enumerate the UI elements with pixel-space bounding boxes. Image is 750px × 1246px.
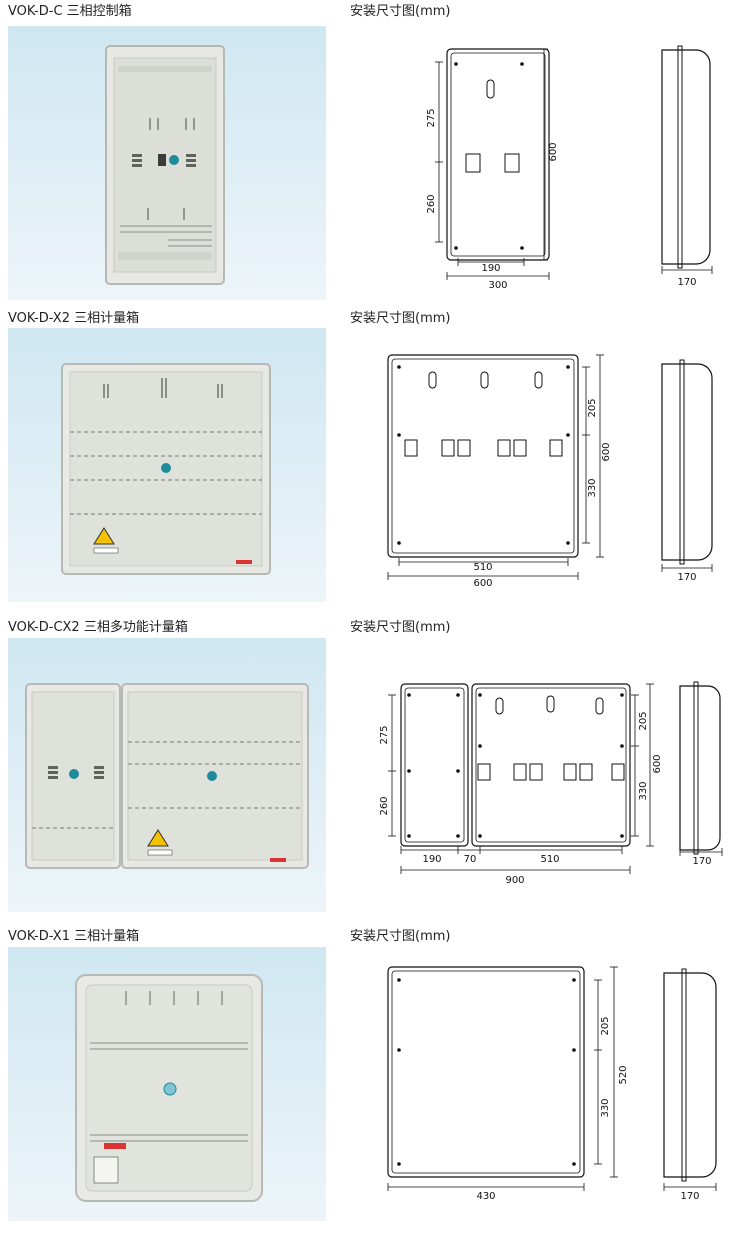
product-photo-vok-d-cx2 [8,638,326,912]
dim-520: 520 [618,1065,629,1084]
dim-430: 430 [476,1191,495,1202]
drawing-title-4: 安装尺寸图(mm) [350,929,451,944]
dim-510: 510 [540,854,559,865]
product-title-vok-d-c: VOK-D-C 三相控制箱 [8,4,132,19]
product-photo-vok-d-x1 [8,947,326,1221]
dimension-drawing-vok-d-x1: 205 330 520 430 170 [350,947,750,1237]
dim-600: 600 [652,754,663,773]
drawing-title-1: 安装尺寸图(mm) [350,4,451,19]
dim-330: 330 [638,781,649,800]
dim-900: 900 [505,875,524,886]
dim-600: 600 [548,142,559,161]
dim-510: 510 [473,562,492,573]
dimension-drawing-vok-d-c: 275 260 600 190 300 170 [350,22,750,312]
dim-600: 600 [601,442,612,461]
dim-260: 260 [426,194,437,213]
drawing-title-3: 安装尺寸图(mm) [350,620,451,635]
product-title-vok-d-cx2: VOK-D-CX2 三相多功能计量箱 [8,620,188,635]
dim-205: 205 [638,711,649,730]
product-title-vok-d-x2: VOK-D-X2 三相计量箱 [8,311,140,326]
dim-205: 205 [587,398,598,417]
drawing-title-2: 安装尺寸图(mm) [350,311,451,326]
dimension-drawing-vok-d-cx2: 275 260 205 330 600 190 70 510 900 170 [350,638,750,928]
dim-170: 170 [680,1191,699,1202]
dim-260: 260 [379,796,390,815]
dimension-drawing-vok-d-x2: 205 330 600 510 600 170 [350,326,750,616]
dim-330: 330 [600,1098,611,1117]
dim-600-width: 600 [473,578,492,589]
dim-330: 330 [587,478,598,497]
product-photo-vok-d-c [8,26,326,300]
dim-170: 170 [677,277,696,288]
dim-170: 170 [677,572,696,583]
dim-190: 190 [481,263,500,274]
dim-300: 300 [488,280,507,291]
dim-205: 205 [600,1016,611,1035]
dim-70: 70 [464,854,477,865]
dim-275: 275 [379,725,390,744]
dim-170: 170 [692,856,711,867]
dim-275: 275 [426,108,437,127]
product-photo-vok-d-x2 [8,328,326,602]
product-title-vok-d-x1: VOK-D-X1 三相计量箱 [8,929,140,944]
dim-190: 190 [422,854,441,865]
